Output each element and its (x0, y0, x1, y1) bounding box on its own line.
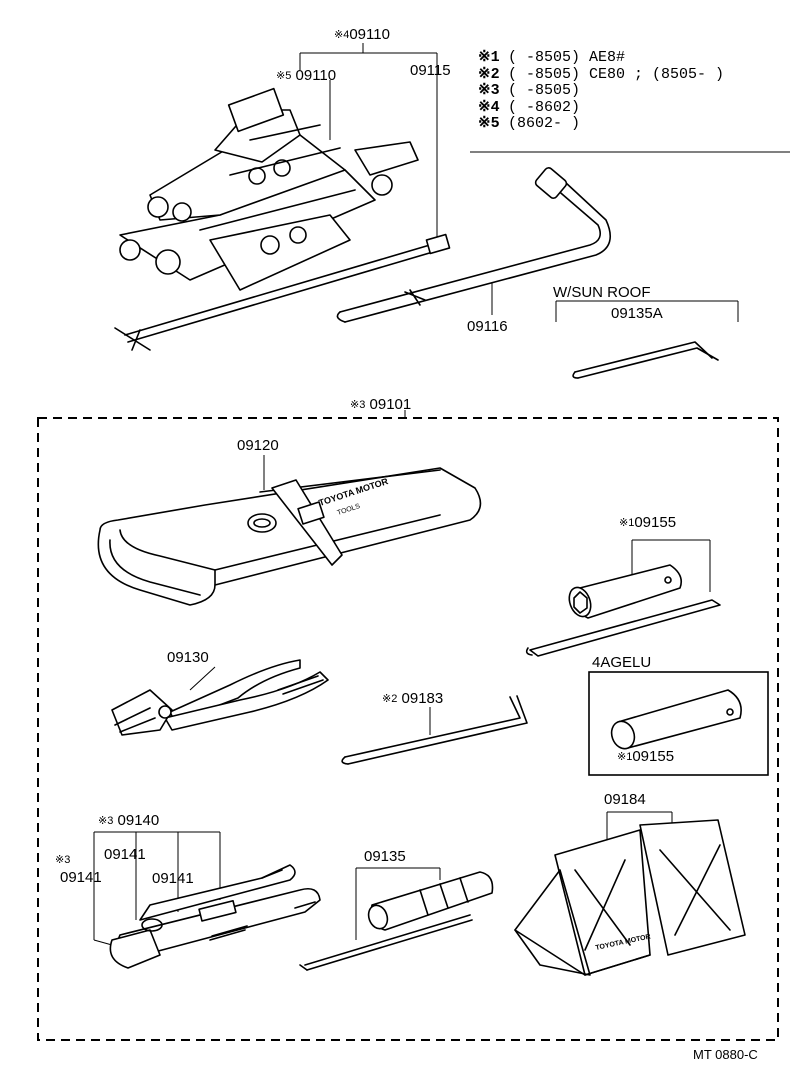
footnote-mark: ※1 (617, 751, 633, 763)
legend-text: ( -8602) (508, 98, 581, 116)
legend-row-2: ※2 ( -8505) CE80 ; (8505- ) (478, 65, 725, 84)
part-number: 09110 (295, 67, 337, 84)
footnote-mark: ※3 (98, 815, 114, 827)
label-variant-part: ※109155 (617, 749, 674, 765)
part-number: 09110 (349, 26, 390, 43)
legend-mark: ※2 (478, 65, 500, 83)
label-jack-group: ※409110 (334, 27, 390, 43)
legend-mark: ※4 (478, 98, 500, 116)
pliers (111, 659, 329, 736)
model-legend: ※1 ( -8505) AE8# ※2 ( -8505) CE80 ; (8505-… (478, 50, 724, 133)
legend-row-1: ※1 ( -8505) AE8# (478, 50, 724, 67)
label-hub-nut-wrench: ※2 09183 (382, 691, 443, 707)
part-number: 09140 (117, 812, 160, 829)
label-wrench-set: ※3 09140 (98, 813, 159, 829)
label-sunroof-part: 09135A (611, 305, 663, 322)
lug-wrench (336, 167, 612, 323)
label-spanner-b: 09141 (60, 869, 102, 886)
label-spanner-c: 09141 (152, 870, 194, 887)
legend-mark: ※1 (478, 49, 500, 66)
label-jack: ※5 09110 (276, 68, 336, 84)
part-number: 09155 (634, 514, 677, 531)
label-tool-kit: ※3 09101 (350, 397, 411, 413)
legend-text: ( -8505) CE80 ; (8505- ) (508, 65, 725, 83)
legend-text: ( -8505) AE8# (508, 49, 626, 66)
label-wheel-chocks: 09184 (604, 791, 646, 808)
label-tool-bag: 09120 (237, 437, 279, 454)
label-sunroof-caption: W/SUN ROOF (553, 284, 651, 301)
plug-wrench (525, 564, 721, 657)
label-spanner-b-mark: ※3 (55, 852, 70, 868)
legend-row-4: ※4 ( -8602) (478, 98, 724, 117)
open-end-wrenches (109, 864, 321, 969)
hub-nut-wrench (341, 695, 528, 765)
label-jack-handle: 09115 (410, 62, 451, 79)
footnote-mark: ※5 (276, 70, 292, 82)
legend-row-5: ※5 (8602- ) (478, 116, 724, 133)
label-lug-wrench: 09116 (467, 318, 508, 335)
wheel-chocks: TOYOTA MOTOR (514, 819, 746, 976)
jack-handle (114, 233, 451, 351)
legend-text: ( -8505) (508, 82, 581, 99)
variant-box (588, 671, 769, 776)
part-number: 09101 (369, 396, 412, 413)
label-spanner-a: 09141 (104, 846, 146, 863)
footnote-mark: ※1 (619, 517, 635, 529)
sunroof-handle (572, 341, 719, 379)
label-plug-wrench: ※109155 (619, 515, 676, 531)
scissor-jack (119, 87, 419, 291)
legend-mark: ※5 (478, 115, 500, 132)
label-variant-caption: 4AGELU (592, 654, 652, 671)
variant-plug-wrench (610, 689, 742, 750)
drawing-code: MT 0880-C (693, 1047, 758, 1062)
label-pliers: 09130 (167, 649, 209, 666)
legend-text: (8602- ) (508, 115, 581, 132)
label-screwdriver: 09135 (364, 848, 406, 865)
tool-kit-boundary (37, 417, 779, 1041)
tool-bag: TOYOTA MOTOR TOOLS (97, 467, 482, 606)
part-number: 09183 (401, 690, 444, 707)
legend-row-3: ※3 ( -8505) (478, 83, 724, 100)
screwdriver (299, 871, 494, 971)
footnote-mark: ※3 (55, 854, 71, 866)
footnote-mark: ※2 (382, 693, 398, 705)
part-number: 09155 (632, 748, 675, 765)
footnote-mark: ※3 (350, 399, 366, 411)
footnote-mark: ※4 (334, 29, 350, 41)
legend-mark: ※3 (478, 82, 500, 99)
